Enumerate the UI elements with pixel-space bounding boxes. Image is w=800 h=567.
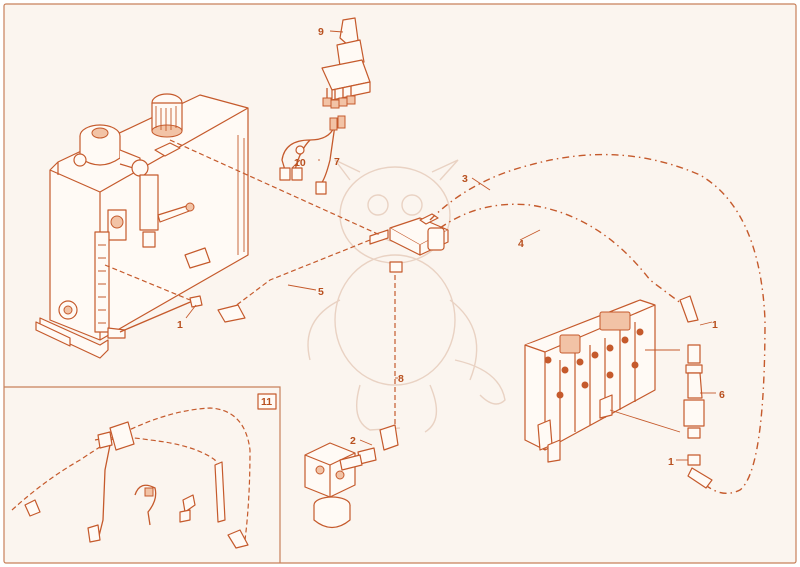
callout-4: 4 (518, 238, 524, 250)
wiring-harness (279, 115, 346, 195)
callout-10: 10 (294, 157, 306, 169)
hydraulic-hoses (104, 139, 766, 494)
callout-8: 8 (398, 373, 404, 385)
inset-label: 11 (261, 396, 272, 408)
callout-9: 9 (318, 26, 324, 38)
main-control-valve-bank (524, 299, 681, 463)
callout-3: 3 (462, 173, 468, 185)
pilot-valve-block (369, 213, 449, 273)
hose-4 (439, 203, 691, 311)
callout-7: 7 (334, 156, 340, 168)
hydraulic-tank (35, 93, 249, 359)
callout-6: 6 (719, 389, 725, 401)
hose-5 (229, 239, 371, 311)
callout-1-upper: 1 (712, 319, 718, 331)
callout-5: 5 (318, 286, 324, 298)
callout-2: 2 (350, 435, 356, 447)
callout-1-lower: 1 (668, 456, 674, 468)
callout-leaders (185, 30, 716, 461)
watermark-mascot (307, 159, 506, 433)
joystick-assembly (321, 17, 371, 109)
fittings (189, 295, 713, 489)
callout-1-tank: 1 (177, 319, 183, 331)
accumulator-manifold (304, 442, 363, 529)
inset-panel-11: 11 (4, 386, 281, 563)
callout-numbers: 9 7 10 3 4 5 1 1 6 1 8 2 (177, 26, 725, 468)
inset-harness (11, 407, 251, 549)
